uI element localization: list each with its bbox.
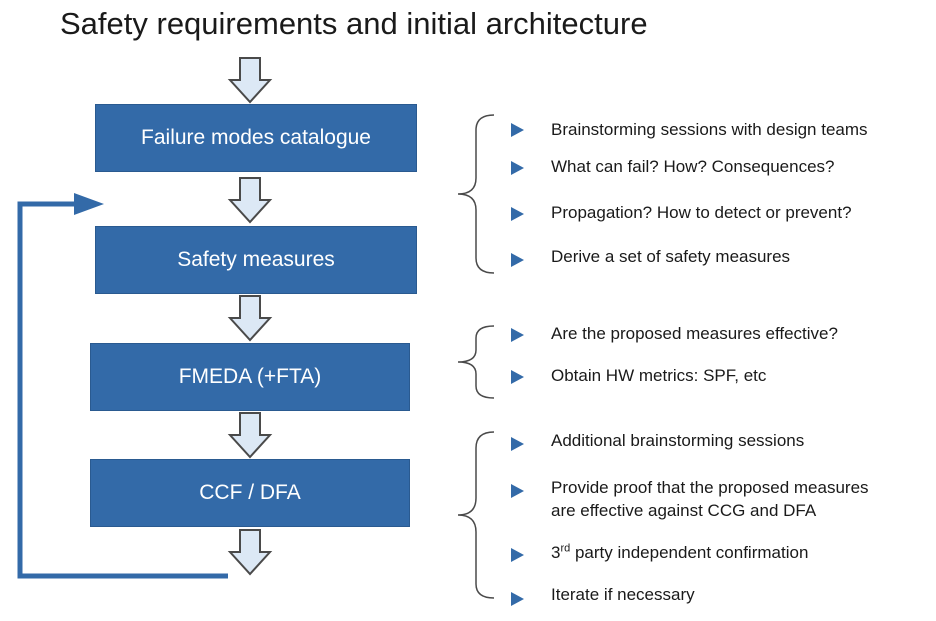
feedback-loop-line <box>17 201 228 579</box>
bullet-icon <box>511 253 524 267</box>
bullet-text: Propagation? How to detect or prevent? <box>551 203 852 222</box>
step-label: Safety measures <box>177 248 335 271</box>
brace-group-3-icon <box>457 431 495 599</box>
brace-group-2-icon <box>457 325 495 399</box>
feedback-arrowhead-icon <box>74 193 104 215</box>
page-title: Safety requirements and initial architec… <box>60 6 648 41</box>
down-arrow-icon <box>229 57 271 103</box>
bullet-icon <box>511 592 524 606</box>
bullet-icon <box>511 207 524 221</box>
down-arrow-icon <box>229 295 271 341</box>
bullet-icon <box>511 548 524 562</box>
bullet-text: Obtain HW metrics: SPF, etc <box>551 366 767 385</box>
bullet-icon <box>511 123 524 137</box>
bullet-icon <box>511 484 524 498</box>
ordinal-number: 3 <box>551 543 561 562</box>
step-ccf-dfa: CCF / DFA <box>90 459 410 527</box>
bullet-icon <box>511 437 524 451</box>
brace-group-1-icon <box>457 114 495 274</box>
bullet-text: Derive a set of safety measures <box>551 247 791 266</box>
step-fmeda: FMEDA (+FTA) <box>90 343 410 411</box>
step-failure-modes-catalogue: Failure modes catalogue <box>95 104 417 172</box>
down-arrow-icon <box>229 412 271 458</box>
bullet-text-continued: are effective against CCG and DFA <box>551 501 817 520</box>
step-label: CCF / DFA <box>199 481 301 504</box>
bullet-icon <box>511 328 524 342</box>
bullet-text: Are the proposed measures effective? <box>551 324 838 343</box>
bullet-text-rest: party independent confirmation <box>570 543 809 562</box>
step-safety-measures: Safety measures <box>95 226 417 294</box>
bullet-text: Brainstorming sessions with design teams <box>551 120 868 139</box>
down-arrow-icon <box>229 529 271 575</box>
bullet-icon <box>511 161 524 175</box>
down-arrow-icon <box>229 177 271 223</box>
bullet-text: 3rd party independent confirmation <box>551 542 808 564</box>
bullet-text: What can fail? How? Consequences? <box>551 157 835 176</box>
step-label: FMEDA (+FTA) <box>178 365 322 388</box>
bullet-icon <box>511 370 524 384</box>
bullet-text: Additional brainstorming sessions <box>551 431 805 450</box>
bullet-text: Iterate if necessary <box>551 585 695 604</box>
bullet-text: Provide proof that the proposed measures <box>551 478 869 497</box>
step-label: Failure modes catalogue <box>141 126 371 149</box>
ordinal-suffix: rd <box>560 542 571 555</box>
